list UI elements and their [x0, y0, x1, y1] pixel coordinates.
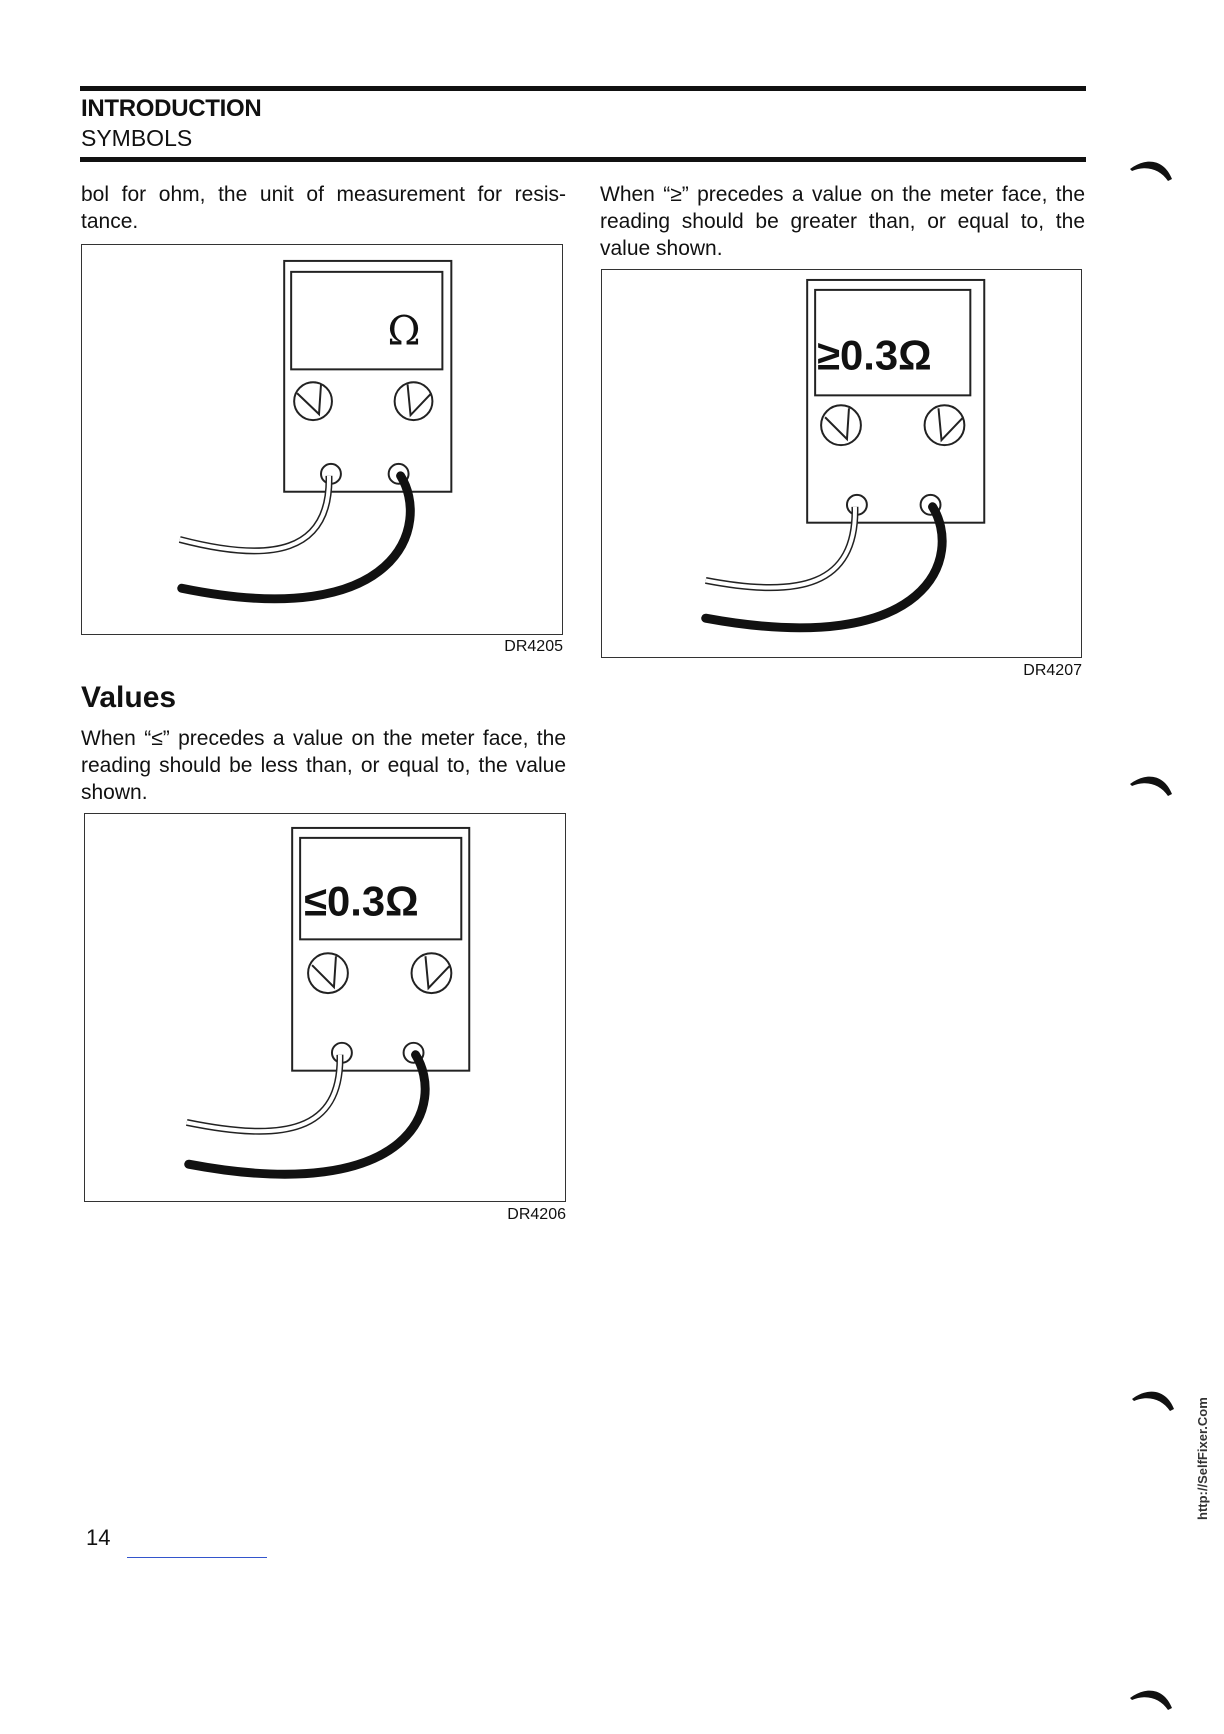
header-rule-top [80, 86, 1086, 91]
probe-wire-dark [184, 1050, 430, 1179]
binder-clip-mark-icon [1130, 161, 1172, 181]
figure-less-equal-meter: ≤0.3Ω [84, 813, 566, 1202]
multimeter-illustration: Ω [177, 259, 453, 604]
figure-code: DR4205 [504, 638, 563, 655]
probe-wire-dark [177, 471, 415, 604]
probe-wire-dark [701, 502, 947, 633]
dial-left-icon [820, 404, 862, 447]
multimeter-illustration: ≤0.3Ω [184, 826, 471, 1179]
values-heading: Values [81, 681, 177, 714]
figure-code: DR4207 [1023, 662, 1082, 679]
greater-equal-paragraph: When “≥” precedes a value on the meter f… [600, 183, 1085, 260]
probe-wire-light [178, 475, 333, 555]
watermark-url: http://SelfFixer.Com [1195, 1397, 1210, 1520]
header-rule-bottom [80, 157, 1086, 162]
figure-greater-equal-meter: ≥0.3Ω [601, 269, 1082, 658]
figure-code: DR4206 [507, 1206, 566, 1223]
footer-link-underline [127, 1557, 267, 1558]
binder-clip-mark-icon [1130, 1690, 1172, 1710]
probe-wire-light [705, 506, 859, 592]
dial-left-icon [293, 381, 333, 422]
meter-display-text: Ω [388, 308, 421, 354]
binder-clip-mark-icon [1130, 776, 1172, 796]
multimeter-illustration: ≥0.3Ω [701, 278, 986, 633]
meter-display-text: ≤0.3Ω [304, 877, 418, 924]
values-paragraph: When “≤” precedes a value on the meter f… [81, 727, 566, 804]
section-heading: INTRODUCTION [81, 95, 262, 122]
subsection-heading: SYMBOLS [81, 125, 193, 151]
probe-wire-light [186, 1054, 344, 1135]
dial-right-icon [410, 952, 453, 995]
dial-right-icon [923, 404, 966, 447]
dial-left-icon [307, 952, 349, 995]
intro-paragraph: bol for ohm, the unit of measurement for… [81, 183, 566, 233]
page-number: 14 [86, 1525, 111, 1550]
meter-display-text: ≥0.3Ω [817, 331, 931, 378]
binder-clip-mark-icon [1132, 1391, 1174, 1411]
figure-ohm-meter: Ω [81, 244, 563, 635]
dial-right-icon [393, 381, 434, 422]
